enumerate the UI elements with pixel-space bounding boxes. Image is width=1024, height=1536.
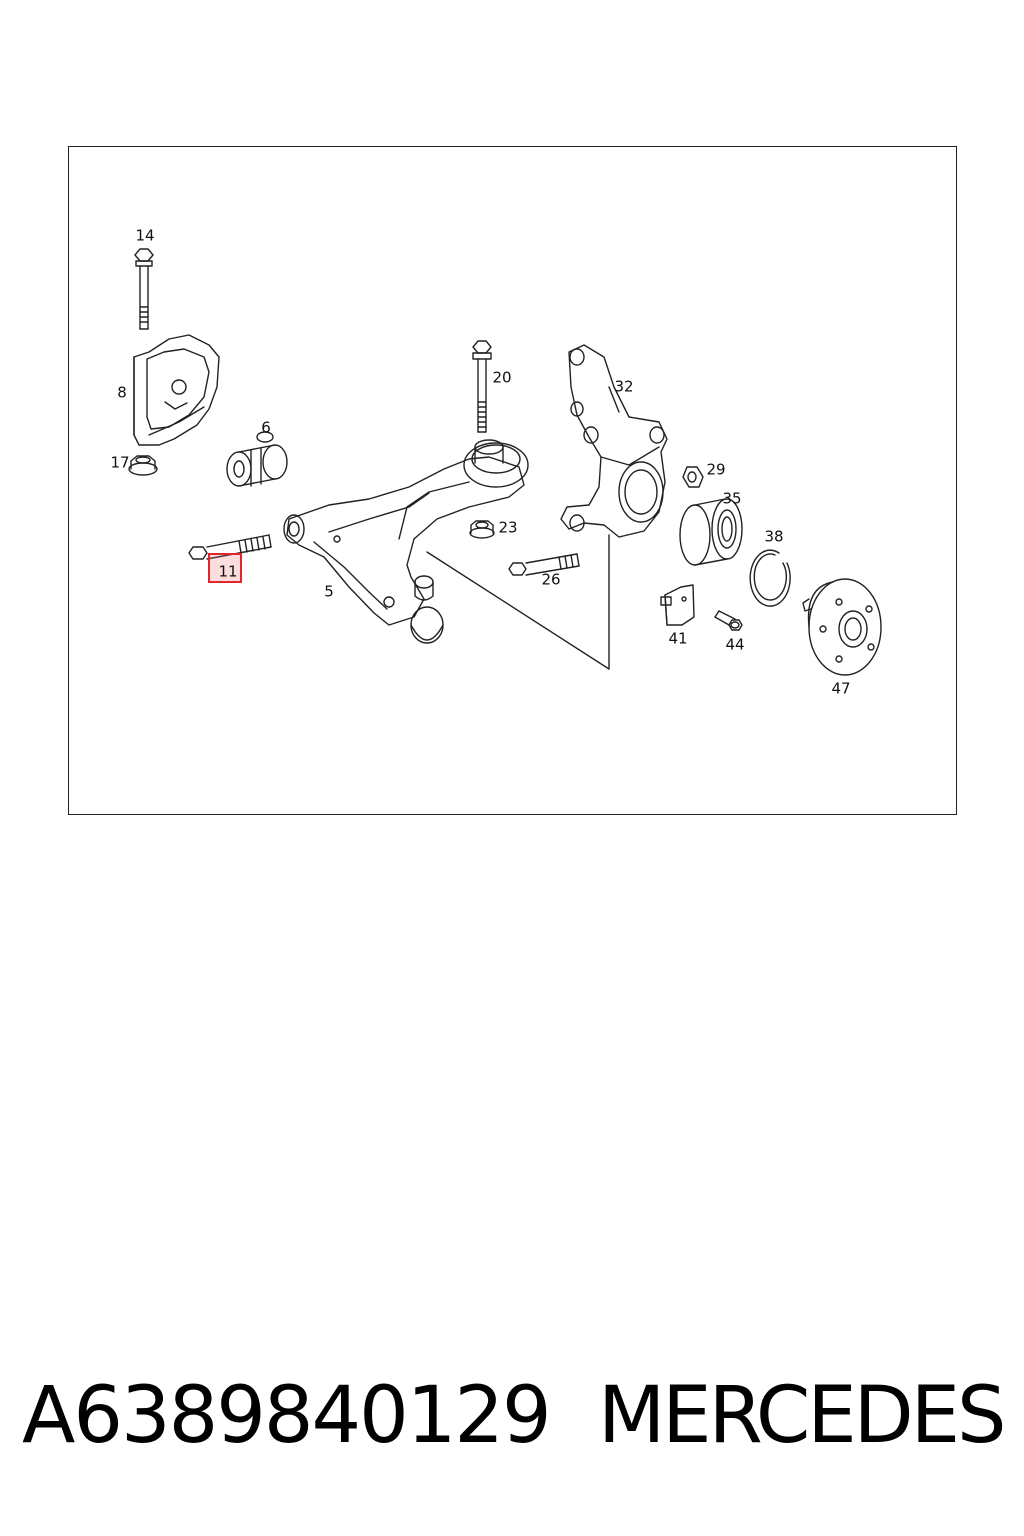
- label-5: 5: [324, 582, 334, 601]
- label-44: 44: [725, 635, 745, 654]
- label-47: 47: [831, 679, 851, 698]
- footer: A6389840129 MERCEDES: [0, 1370, 1024, 1470]
- leader-lines: [426, 534, 610, 670]
- label-20: 20: [492, 368, 512, 387]
- part-number: A6389840129: [22, 1371, 552, 1461]
- part-38-circlip: [749, 549, 791, 607]
- label-41: 41: [668, 629, 688, 648]
- part-47-hub: [802, 578, 882, 676]
- label-38: 38: [764, 527, 784, 546]
- label-17: 17: [110, 453, 130, 472]
- label-6: 6: [261, 418, 271, 437]
- part-32-knuckle: [560, 344, 668, 538]
- part-44-bolt: [714, 610, 743, 631]
- label-32: 32: [614, 377, 634, 396]
- diagram-frame: 14 8 17 6 11 5 20 23 26 32 29 35 38 41 4…: [68, 146, 957, 815]
- label-11: 11: [218, 562, 238, 581]
- part-6-bushing: [226, 431, 288, 487]
- part-17-nut: [128, 455, 158, 476]
- part-29-nut: [682, 466, 704, 488]
- part-23-nut: [469, 520, 495, 539]
- part-14-bolt: [134, 248, 154, 330]
- label-29: 29: [706, 460, 726, 479]
- part-41-clip: [660, 584, 695, 626]
- label-26: 26: [541, 570, 561, 589]
- part-20-bolt: [472, 340, 492, 433]
- exploded-view-drawing: [128, 248, 882, 676]
- part-35-bearing: [679, 498, 743, 566]
- label-14: 14: [135, 226, 155, 245]
- highlight-box-part-11[interactable]: [208, 553, 242, 583]
- label-8: 8: [117, 383, 127, 402]
- part-5-control-arm: [283, 439, 529, 644]
- label-23: 23: [498, 518, 518, 537]
- brand-name: MERCEDES: [598, 1371, 1006, 1461]
- part-26-bolt: [508, 553, 580, 576]
- part-8-bracket: [133, 334, 220, 446]
- label-35: 35: [722, 489, 742, 508]
- part-11-bolt: [188, 534, 272, 560]
